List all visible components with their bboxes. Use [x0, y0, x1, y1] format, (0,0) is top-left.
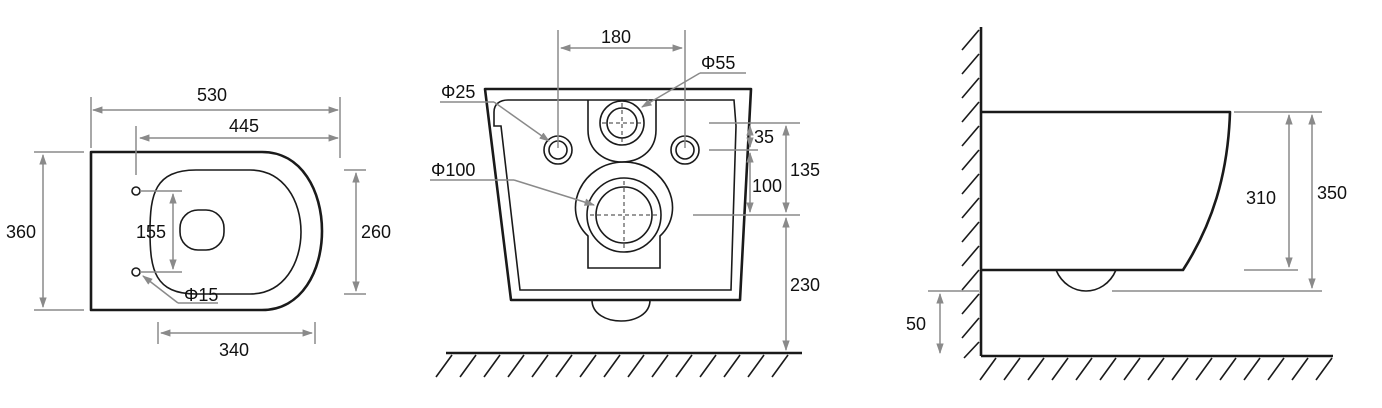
top-view-bowl-rim — [149, 169, 302, 295]
dim-inlet-spacing: 180 — [601, 27, 631, 47]
dim-bowl-length: 340 — [219, 340, 249, 360]
dim-width-total: 530 — [197, 85, 227, 105]
front-view-inner-rim — [493, 99, 737, 291]
bolt-hole-upper — [131, 186, 141, 196]
floor-side-hatch — [979, 357, 1333, 381]
dim-depth-total: 360 — [6, 222, 36, 242]
dim-bolt-spacing: 155 — [136, 222, 166, 242]
front-view: 180 Φ55 Φ25 Φ100 35 100 135 230 — [430, 27, 820, 378]
outlet-inner — [595, 186, 653, 244]
dim-total-height: 350 — [1317, 183, 1347, 203]
outlet-housing — [574, 161, 674, 269]
dim-depth-bowl: 260 — [361, 222, 391, 242]
dim-width-inner: 445 — [229, 116, 259, 136]
top-view-outline — [89, 150, 324, 312]
dim-outlet-pipe: Φ100 — [431, 160, 475, 180]
floor-front-hatch — [435, 354, 789, 378]
top-view: 530 445 360 260 155 Φ15 340 — [6, 85, 391, 360]
front-view-base — [591, 299, 651, 322]
dim-floor-gap: 50 — [906, 314, 926, 334]
dim-inlet-pipe: Φ25 — [441, 82, 475, 102]
flush-inlet-outer — [599, 100, 645, 146]
outlet-outer — [586, 177, 662, 253]
side-view-outline — [981, 110, 1232, 272]
bolt-hole-lower — [131, 267, 141, 277]
dim-offset-small: 35 — [754, 127, 774, 147]
side-view: 310 350 50 — [906, 27, 1347, 381]
dim-offset-flush: 135 — [790, 160, 820, 180]
front-view-outline — [483, 87, 753, 302]
dim-bolt-hole: Φ15 — [184, 285, 218, 305]
top-view-drain — [179, 209, 225, 251]
side-view-outlet — [1055, 269, 1117, 292]
dim-offset-inlet: 100 — [752, 176, 782, 196]
dim-body-height: 310 — [1246, 188, 1276, 208]
dim-outlet-height: 230 — [790, 275, 820, 295]
dim-flush-pipe: Φ55 — [701, 53, 735, 73]
wall-hatch — [961, 29, 980, 359]
